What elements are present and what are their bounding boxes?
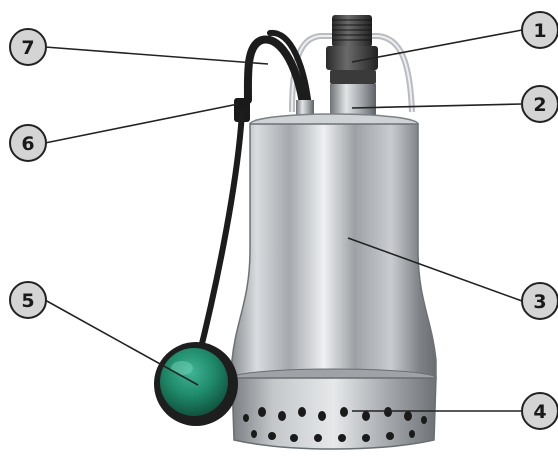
callout-1: 1: [522, 12, 558, 48]
callout-1-label: 1: [533, 20, 546, 42]
float-cable: [198, 112, 242, 360]
callout-2: 2: [522, 86, 558, 122]
pump-housing: [232, 124, 436, 378]
callout-5: 5: [10, 282, 46, 318]
callout-3: 3: [522, 283, 558, 319]
callout-6: 6: [10, 125, 46, 161]
callout-4-label: 4: [533, 401, 546, 423]
callout-3-label: 3: [533, 291, 546, 313]
callout-4: 4: [522, 393, 558, 429]
callout-7-label: 7: [21, 37, 34, 59]
callout-5-label: 5: [21, 290, 34, 312]
callout-7: 7: [10, 29, 46, 65]
callout-2-label: 2: [533, 94, 546, 116]
callout-6-label: 6: [21, 133, 34, 155]
